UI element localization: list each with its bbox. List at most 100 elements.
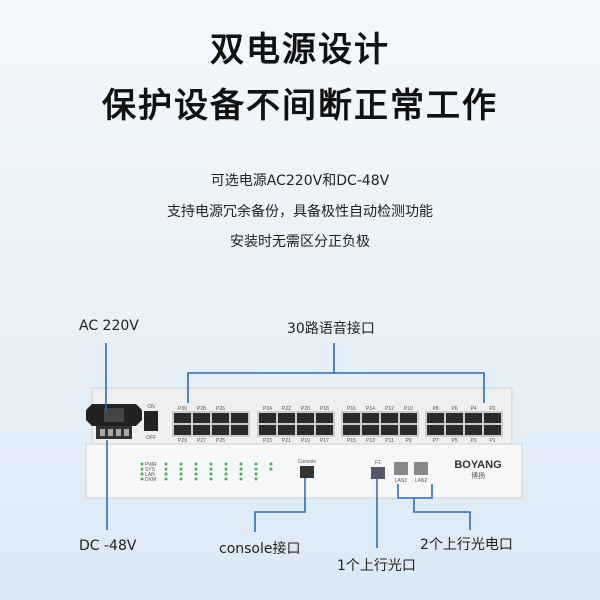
port-label: P3 (470, 438, 476, 444)
rj11-port-icon (400, 413, 417, 423)
rj11-port-icon (446, 413, 463, 423)
rj11-port-icon (174, 413, 191, 423)
port-led-icon (179, 467, 183, 471)
sfp-port-icon (371, 467, 385, 479)
rj11-port-icon (343, 425, 360, 435)
callout-dc: DC -48V (79, 538, 137, 554)
port-label: P17 (320, 438, 329, 444)
lan2-port-icon (414, 462, 428, 475)
rj11-port-icon (427, 413, 444, 423)
feature-1: 可选电源AC220V和DC-48V (210, 173, 390, 189)
port-led-icon (239, 472, 243, 476)
rj11-port-icon (446, 425, 463, 435)
feature-2: 支持电源冗余备份，具备极性自动检测功能 (167, 204, 433, 220)
port-led-icon (209, 467, 213, 471)
console-port-icon (300, 466, 314, 478)
status-led-icon (140, 477, 144, 481)
port-led-icon (164, 462, 168, 466)
rj11-port-icon (316, 413, 333, 423)
rj11-port-icon (231, 413, 248, 423)
port-led-icon (194, 467, 198, 471)
port-led-icon (179, 472, 183, 476)
port-label: P5 (451, 438, 457, 444)
port-label: P30 (178, 406, 187, 412)
port-label: P15 (347, 438, 356, 444)
port-led-icon (269, 462, 273, 466)
port-label: P6 (451, 406, 457, 412)
lan1-port-icon (394, 462, 408, 475)
port-label: P4 (470, 406, 476, 412)
port-led-icon (254, 477, 258, 481)
port-label: P13 (366, 438, 375, 444)
port-led-icon (209, 462, 213, 466)
port-label: P25 (216, 438, 225, 444)
status-led-label: DXM (145, 477, 156, 483)
port-label: P12 (385, 406, 394, 412)
port-label: P29 (178, 438, 187, 444)
status-led-icon (140, 462, 144, 466)
rj11-port-icon (381, 413, 398, 423)
port-led-icon (179, 477, 183, 481)
port-label: P23 (263, 438, 272, 444)
port-label: P2 (489, 406, 495, 412)
port-led-icon (224, 477, 228, 481)
switch-off-label: OFF (146, 435, 156, 441)
port-led-icon (254, 467, 258, 471)
power-switch-icon (144, 411, 158, 431)
callout-ac: AC 220V (79, 318, 139, 334)
port-label: P20 (301, 406, 310, 412)
port-label: P14 (366, 406, 375, 412)
rj11-port-icon (343, 413, 360, 423)
port-led-icon (164, 467, 168, 471)
headline-2: 保护设备不间断正常工作 (102, 86, 498, 126)
port-led-icon (224, 472, 228, 476)
port-led-icon (209, 477, 213, 481)
port-label: P11 (385, 438, 394, 444)
port-led-icon (224, 467, 228, 471)
port-led-icon (239, 467, 243, 471)
feature-3: 安装时无需区分正负极 (230, 234, 370, 250)
port-led-icon (254, 472, 258, 476)
callout-lines (105, 343, 485, 548)
rj11-port-icon (465, 413, 482, 423)
callout-uplink: 2个上行光电口 (420, 537, 513, 553)
sfp-label: F1 (375, 460, 381, 466)
port-led-icon (194, 462, 198, 466)
rj11-port-icon (193, 425, 210, 435)
rj11-port-icon (174, 425, 191, 435)
lan1-label: LAN1 (395, 478, 408, 484)
rj11-port-icon (193, 413, 210, 423)
port-label: P7 (432, 438, 438, 444)
brand-logo: BOYANG (454, 459, 501, 471)
rj11-port-icon (278, 413, 295, 423)
port-label: P16 (347, 406, 356, 412)
port-label: P8 (432, 406, 438, 412)
port-label: P24 (263, 406, 272, 412)
port-label: P26 (216, 406, 225, 412)
rj11-port-icon (484, 425, 501, 435)
console-label: Console (298, 459, 317, 465)
rj11-port-icon (259, 425, 276, 435)
status-led-label: LAN (145, 472, 155, 478)
rj11-port-icon (297, 413, 314, 423)
port-label: P10 (404, 406, 413, 412)
rj11-port-icon (381, 425, 398, 435)
port-led-icon (179, 462, 183, 466)
callout-console: console接口 (219, 541, 301, 557)
port-label: P22 (282, 406, 291, 412)
rj11-port-icon (231, 425, 248, 435)
port-led-icon (209, 472, 213, 476)
brand-logo-cn: 博扬 (471, 471, 485, 480)
rj11-port-icon (362, 413, 379, 423)
rj11-port-icon (400, 425, 417, 435)
switch-on-label: ON (147, 404, 155, 410)
port-label: P27 (197, 438, 206, 444)
rj11-port-icon (362, 425, 379, 435)
port-label: P18 (320, 406, 329, 412)
rj11-port-icon (484, 413, 501, 423)
port-led-icon (239, 477, 243, 481)
rj11-port-icon (297, 425, 314, 435)
port-label: P21 (282, 438, 291, 444)
rj11-port-icon (259, 413, 276, 423)
rj11-port-icon (212, 413, 229, 423)
